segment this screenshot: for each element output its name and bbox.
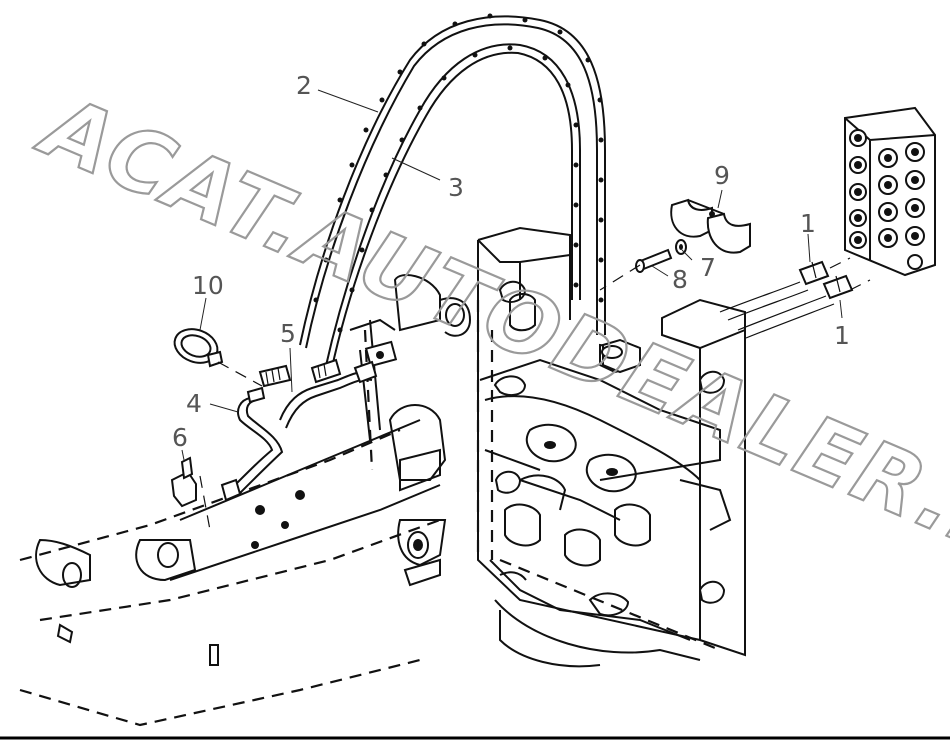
hose-spiral-wrap-marks xyxy=(313,13,604,333)
hose-clip-part-10 xyxy=(173,328,224,368)
callout-labels: 1 1 2 3 4 5 6 7 8 9 10 xyxy=(172,71,850,452)
callout-1b: 1 xyxy=(834,321,850,350)
explode-leader-lines xyxy=(217,264,641,387)
hydraulic-hoses xyxy=(299,13,641,374)
callout-8: 8 xyxy=(672,265,688,294)
callout-3: 3 xyxy=(448,173,464,202)
hydraulic-pipe-part-4 xyxy=(220,358,378,502)
callout-7: 7 xyxy=(700,253,716,282)
hydraulic-distributor-block xyxy=(844,106,936,277)
callout-6: 6 xyxy=(172,423,188,452)
clamp-part-9 xyxy=(670,198,751,254)
callout-1a: 1 xyxy=(800,209,816,238)
watermark: ACAT.AUTODEALER.RU xyxy=(23,74,950,611)
callout-9: 9 xyxy=(714,161,730,190)
lift-arm-frame xyxy=(19,274,472,727)
callout-leaders xyxy=(181,89,843,461)
callout-4: 4 xyxy=(186,389,202,418)
valve-bracket-assembly xyxy=(476,226,746,668)
elbow-fitting-part-6 xyxy=(170,456,211,531)
bolt-part-8 xyxy=(635,248,673,273)
callout-2: 2 xyxy=(296,71,312,100)
watermark-text: ACAT.AUTODEALER.RU xyxy=(24,75,950,610)
callout-10: 10 xyxy=(192,271,224,300)
callout-5: 5 xyxy=(280,319,296,348)
washer-part-7 xyxy=(675,239,687,255)
fittings-part-1 xyxy=(719,257,871,339)
